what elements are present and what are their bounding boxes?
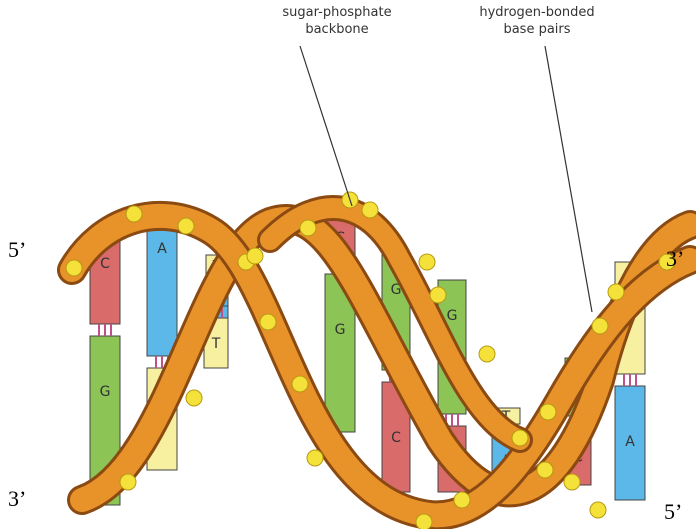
base-letter: G xyxy=(447,308,458,324)
strand-end-label-top-right: 3’ xyxy=(666,247,684,271)
base-letter: G xyxy=(335,322,346,338)
base-letter: A xyxy=(157,241,167,257)
phosphate-dot xyxy=(512,430,528,446)
backbone-callout: sugar-phosphate backbone xyxy=(252,4,422,38)
callout-text-line: base pairs xyxy=(462,21,612,38)
leader-line-backbone xyxy=(300,46,352,206)
base-letter: G xyxy=(100,384,111,400)
phosphate-dot xyxy=(300,220,316,236)
phosphate-dot xyxy=(564,474,580,490)
phosphate-dot xyxy=(126,206,142,222)
callout-text-line: backbone xyxy=(252,21,422,38)
callout-text-line: sugar-phosphate xyxy=(252,4,422,21)
phosphate-dot xyxy=(178,218,194,234)
leader-line-base-pairs xyxy=(545,46,592,312)
phosphate-dot xyxy=(540,404,556,420)
phosphate-dot xyxy=(307,450,323,466)
base-A xyxy=(147,213,177,356)
phosphate-dot xyxy=(430,287,446,303)
base-letter: T xyxy=(211,336,221,352)
phosphate-dot xyxy=(260,314,276,330)
phosphate-dot xyxy=(247,248,263,264)
phosphate-dot xyxy=(590,502,606,518)
phosphate-dot xyxy=(66,260,82,276)
phosphate-dot xyxy=(416,514,432,529)
base-letter: C xyxy=(391,430,401,446)
phosphate-dot xyxy=(592,318,608,334)
base-pairs-callout: hydrogen-bonded base pairs xyxy=(462,4,612,38)
phosphate-dot xyxy=(537,462,553,478)
phosphate-dot xyxy=(120,474,136,490)
phosphate-dot xyxy=(292,376,308,392)
callout-text-line: hydrogen-bonded xyxy=(462,4,612,21)
strand-end-label-top-left: 5’ xyxy=(8,238,26,262)
base-letter: C xyxy=(100,256,110,272)
phosphate-dot xyxy=(419,254,435,270)
base-letter: A xyxy=(625,434,635,450)
phosphate-dot xyxy=(362,202,378,218)
strand-end-label-bottom-left: 3’ xyxy=(8,487,26,511)
phosphate-dot xyxy=(479,346,495,362)
strand-end-label-bottom-right: 5’ xyxy=(664,500,682,524)
phosphate-dot xyxy=(608,284,624,300)
phosphate-dot xyxy=(186,390,202,406)
phosphate-dot xyxy=(454,492,470,508)
